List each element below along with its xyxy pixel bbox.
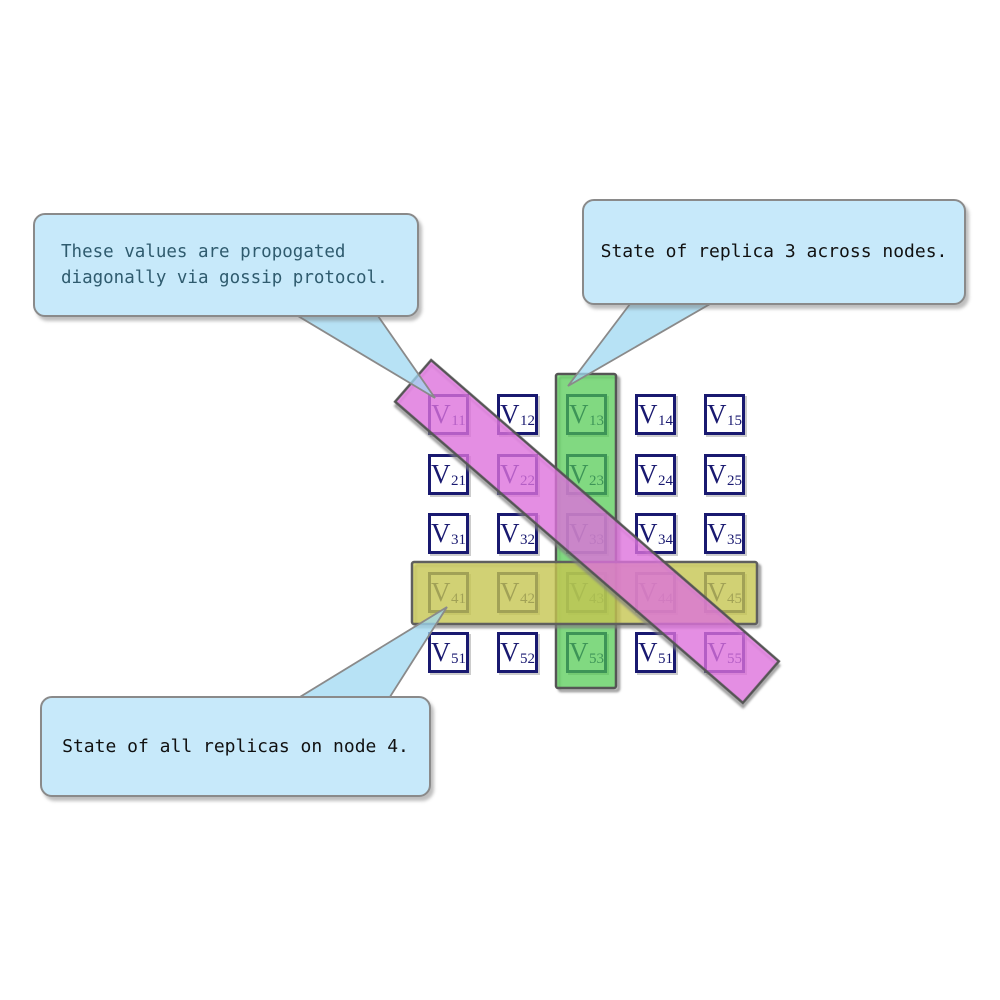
callout-gossip-protocol: These values are propogated diagonally v… [33,213,419,317]
callout-gossip-tail [294,315,436,399]
callout-node-text: State of all replicas on node 4. [62,735,409,757]
callout-gossip-line1: These values are propogated [61,242,346,262]
callout-replica-3: State of replica 3 across nodes. [582,199,966,305]
callout-node-tail [291,606,448,701]
callout-replica-text: State of replica 3 across nodes. [600,241,948,262]
callout-node-4: State of all replicas on node 4. [40,696,431,797]
callout-gossip-line2: diagonally via gossip protocol. [61,268,388,288]
callout-replica-tail [567,303,714,387]
